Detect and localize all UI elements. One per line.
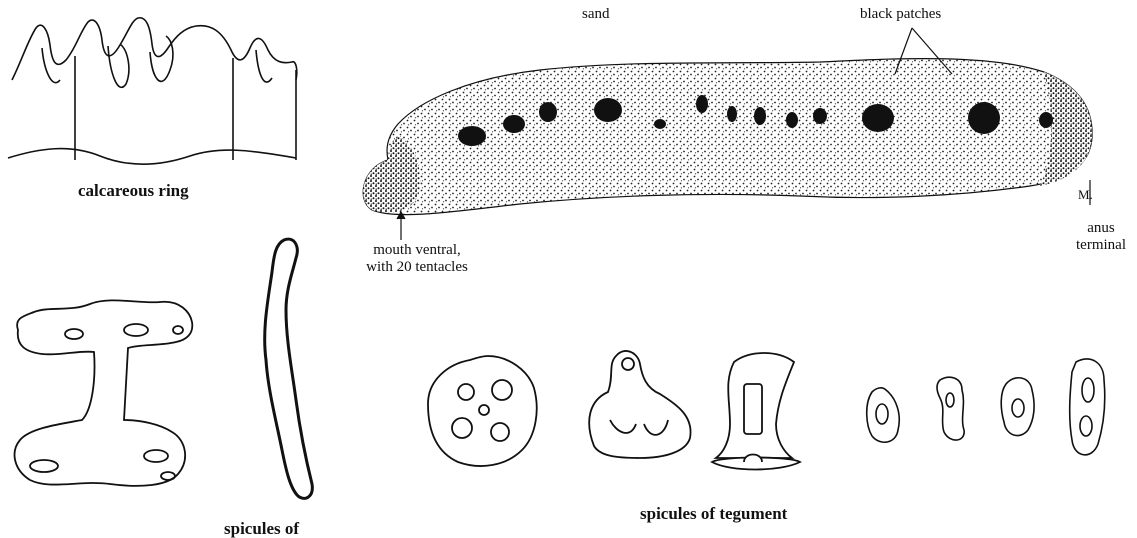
spicules-tegument-label: spicules of tegument — [640, 505, 787, 522]
anus-label-line2: terminal — [1066, 237, 1136, 254]
spicules-other-label: spicules of — [224, 520, 299, 537]
rod-spicule — [265, 239, 313, 498]
anus-label-line1: anus — [1066, 220, 1136, 237]
sea-cucumber-body — [363, 59, 1092, 215]
calcareous-ring-label: calcareous ring — [78, 182, 189, 199]
sand-label: sand — [582, 6, 610, 23]
calcareous-ring-drawing — [8, 18, 297, 165]
anus-label: anus terminal — [1066, 220, 1136, 254]
artist-signature: M. — [1078, 186, 1093, 203]
black-patches-label: black patches — [860, 6, 941, 23]
spicule-drawing — [712, 353, 800, 470]
spicule-drawing — [867, 388, 900, 442]
mouth-label-line2: with 20 tentacles — [352, 259, 482, 276]
spicule-drawing — [589, 351, 690, 458]
spicule-drawing — [1070, 359, 1105, 455]
mouth-label-line1: mouth ventral, — [352, 242, 482, 259]
spicule-drawing — [428, 356, 537, 466]
spicule-drawing — [1001, 378, 1034, 436]
spicule-drawing — [937, 377, 964, 440]
table-spicule — [15, 300, 193, 486]
mouth-label: mouth ventral, with 20 tentacles — [352, 242, 482, 276]
